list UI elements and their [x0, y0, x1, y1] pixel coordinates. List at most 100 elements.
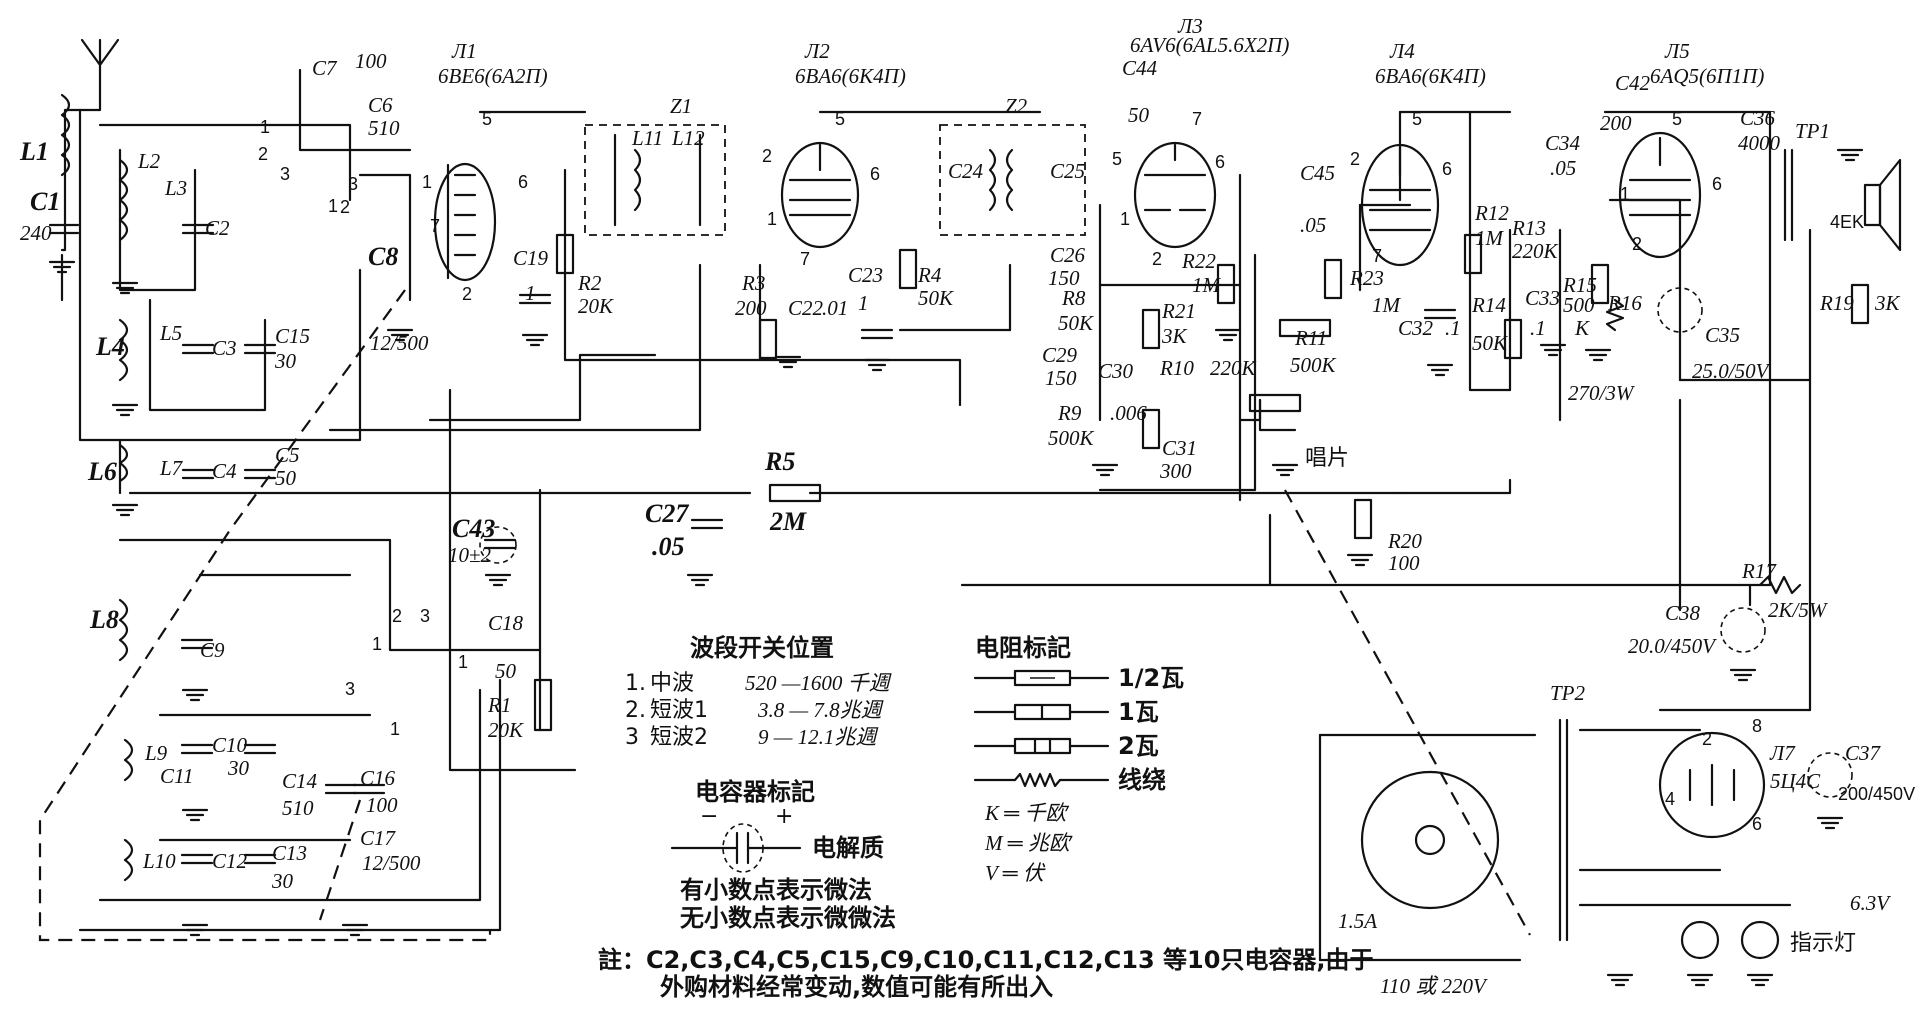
value-c22: .01 — [822, 296, 848, 320]
label-c6: C6 — [368, 93, 393, 117]
label-r11: R11 — [1294, 326, 1327, 350]
label-r22: R22 — [1181, 249, 1216, 273]
svg-text:V ═ 伏: V ═ 伏 — [985, 861, 1046, 885]
pin-label: 2 — [1350, 149, 1360, 169]
svg-text:2: 2 — [340, 197, 350, 217]
pin-label: 5 — [1672, 109, 1682, 129]
value-c29: 150 — [1045, 366, 1077, 390]
value-c35: 25.0/50V — [1692, 359, 1771, 383]
value-c6: 510 — [368, 116, 400, 140]
value-c34: .05 — [1550, 156, 1576, 180]
tube-l5-label: Л5 — [1664, 39, 1690, 63]
svg-text:520 —1600 千週: 520 —1600 千週 — [745, 671, 893, 695]
label-l9: L9 — [144, 741, 168, 765]
tube-l2-type: 6BA6(6K4П) — [795, 64, 906, 88]
value-c31: 300 — [1159, 459, 1192, 483]
svg-text:2: 2 — [392, 606, 402, 626]
label-c31: C31 — [1162, 436, 1197, 460]
capacitor-legend: 电容器标記 − + 电解质 有小数点表示微法 无小数点表示微微法 — [670, 778, 896, 932]
pin-label: 6 — [1442, 159, 1452, 179]
label-c42: C42 — [1615, 71, 1651, 95]
filter-z2: Z2 C24 C25 — [939, 94, 1086, 236]
svg-text:K ═ 千欧: K ═ 千欧 — [984, 801, 1069, 825]
label-c18: C18 — [488, 611, 524, 635]
svg-text:短波2: 短波2 — [650, 725, 708, 750]
label-r10: R10 — [1159, 356, 1194, 380]
svg-text:−: − — [700, 804, 718, 829]
coil-label: C24 — [948, 159, 984, 183]
value-r17: 2K/5W — [1768, 598, 1829, 622]
svg-text:1/2瓦: 1/2瓦 — [1118, 664, 1184, 692]
value-r19: 3K — [1874, 291, 1901, 315]
pin-label: 7 — [1372, 246, 1382, 266]
label-l4: L4 — [95, 332, 125, 361]
label-r19: R19 — [1819, 291, 1854, 315]
svg-text:1: 1 — [390, 719, 400, 739]
label-r17: R17 — [1741, 559, 1777, 583]
footnote: 註：C2,C3,C4,C5,C15,C9,C10,C11,C12,C13 等10… — [598, 946, 1374, 1001]
pin-label: 6 — [870, 164, 880, 184]
coil-label: L12 — [671, 126, 705, 150]
value-r22: 1M — [1192, 273, 1222, 297]
label-c27: C27 — [645, 499, 689, 528]
label-l1: L1 — [19, 137, 49, 166]
tube-l7: Л7 5Ц4С 2 8 4 6 — [1658, 716, 1821, 839]
label-c19: C19 — [513, 246, 549, 270]
label-r8: R8 — [1061, 286, 1086, 310]
label-l7: L7 — [159, 456, 184, 480]
value-c18: 50 — [495, 659, 517, 683]
component-labels: L1 C1 240 L2 L3 C2 L4 L5 C3 C15 30 L6 L7… — [19, 49, 1915, 998]
svg-text:1: 1 — [328, 196, 338, 216]
tube-l3-type: 6AV6(6AL5.6X2П) — [1130, 33, 1289, 57]
value-c45: .05 — [1300, 213, 1326, 237]
pin-label: 2 — [1632, 234, 1642, 254]
label-phono: 唱片 — [1305, 446, 1349, 471]
label-r1: R1 — [487, 693, 511, 717]
value-r20: 100 — [1388, 551, 1420, 575]
tube-l1-label: Л1 — [451, 39, 477, 63]
value-c36: 4000 — [1738, 131, 1781, 155]
label-tp1: TP1 — [1795, 119, 1830, 143]
pin-label: 7 — [1192, 109, 1202, 129]
svg-text:无小数点表示微微法: 无小数点表示微微法 — [680, 904, 896, 932]
tube-l7-label: Л7 — [1769, 741, 1796, 765]
legend-band-title: 波段开关位置 — [690, 634, 834, 662]
value-c43: 10±2 — [448, 543, 492, 567]
label-c32: C32 — [1398, 316, 1434, 340]
value-c13: 30 — [271, 869, 294, 893]
component-symbols — [48, 93, 1902, 960]
label-c3: C3 — [212, 336, 237, 360]
label-r20: R20 — [1387, 529, 1422, 553]
label-r12: R12 — [1474, 201, 1509, 225]
tube-l1-type: 6BE6(6A2П) — [438, 64, 548, 88]
value-c27: .05 — [652, 532, 685, 561]
pin-label: 5 — [835, 109, 845, 129]
label-speaker: 4EK — [1830, 212, 1864, 232]
value-c5: 50 — [275, 466, 297, 490]
label-c5: C5 — [275, 443, 300, 467]
footnote-line-1: 註：C2,C3,C4,C5,C15,C9,C10,C11,C12,C13 等10… — [598, 946, 1374, 974]
label-c44: C44 — [1122, 56, 1158, 80]
label-c4: C4 — [212, 459, 237, 483]
value-r2: 20K — [578, 294, 614, 318]
svg-text:2.: 2. — [625, 698, 646, 723]
pin-label: 2 — [1702, 729, 1712, 749]
label-c9: C9 — [200, 638, 225, 662]
svg-text:2瓦: 2瓦 — [1118, 732, 1159, 760]
band-switch-legend: 波段开关位置 1. 中波 520 —1600 千週 2. 短波1 3.8 — 7… — [625, 634, 893, 750]
label-l3: L3 — [164, 176, 187, 200]
label-c37: C37 — [1845, 741, 1882, 765]
coil-label: C25 — [1050, 159, 1085, 183]
value-r11: 500K — [1290, 353, 1337, 377]
label-c43: C43 — [452, 514, 495, 543]
label-c10: C10 — [212, 733, 248, 757]
label-c8: C8 — [368, 242, 398, 271]
label-c30: C30 — [1098, 359, 1134, 383]
pin-label: 8 — [1752, 716, 1762, 736]
svg-text:1: 1 — [260, 117, 270, 137]
value-r5: 2M — [769, 507, 807, 536]
pin-label: 6 — [518, 172, 528, 192]
label-fuse: 1.5A — [1338, 909, 1377, 933]
value-c16: 100 — [366, 793, 398, 817]
label-r2: R2 — [577, 271, 602, 295]
